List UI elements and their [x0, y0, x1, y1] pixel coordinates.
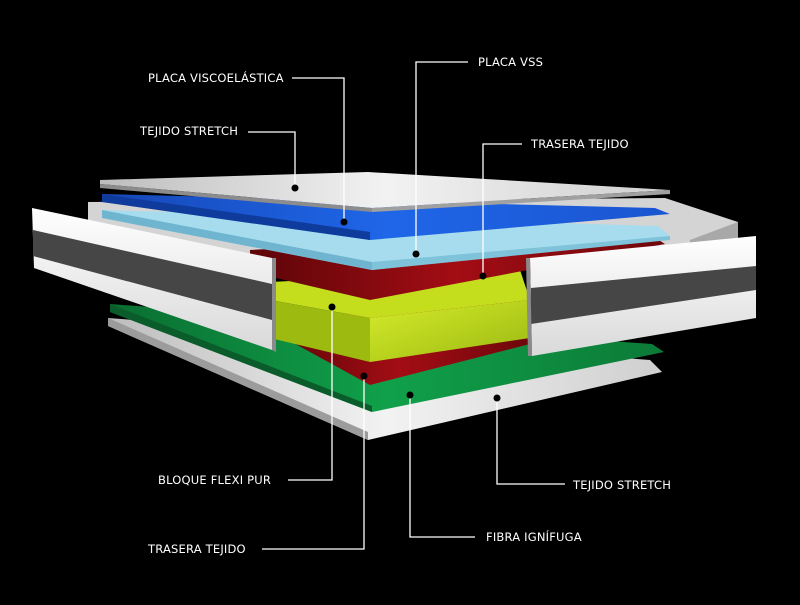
dot-placa-vss — [412, 250, 420, 258]
dot-bloque-flexi-pur — [328, 303, 336, 311]
labels: PLACA VISCOELÁSTICA TEJIDO STRETCH PLACA… — [139, 55, 671, 556]
leader-bloque-flexi-pur — [288, 307, 333, 481]
label-placa-vss: PLACA VSS — [478, 55, 543, 69]
dot-trasera-tejido-top — [479, 272, 487, 280]
leader-placa-vss — [415, 61, 468, 254]
dot-tejido-stretch-bottom — [493, 394, 501, 402]
marker-dots — [291, 184, 501, 402]
dot-placa-viscoelastica — [340, 218, 348, 226]
label-bloque-flexi-pur: BLOQUE FLEXI PUR — [158, 473, 271, 487]
label-tejido-stretch-top: TEJIDO STRETCH — [139, 124, 238, 138]
right-side-panel — [526, 236, 756, 356]
left-side-panel — [32, 208, 276, 352]
leader-tejido-stretch-top — [248, 131, 296, 187]
label-trasera-tejido-bottom: TRASERA TEJIDO — [147, 542, 246, 556]
leader-tejido-stretch-bottom — [496, 398, 565, 485]
layer-blue — [102, 194, 670, 240]
label-placa-viscoelastica: PLACA VISCOELÁSTICA — [148, 70, 284, 85]
label-tejido-stretch-bottom: TEJIDO STRETCH — [572, 478, 671, 492]
leader-placa-viscoelastica — [292, 77, 345, 222]
leader-fibra-ignifuga — [409, 395, 475, 538]
layer-top-white — [100, 172, 670, 212]
dot-fibra-ignifuga — [406, 391, 414, 399]
leader-trasera-tejido-bottom — [262, 376, 365, 550]
dot-tejido-stretch-top — [291, 184, 299, 192]
label-fibra-ignifuga: FIBRA IGNÍFUGA — [486, 529, 582, 544]
leader-trasera-tejido-top — [482, 143, 522, 276]
dot-trasera-tejido-bottom — [360, 372, 368, 380]
label-trasera-tejido-top: TRASERA TEJIDO — [530, 137, 629, 151]
leader-lines — [248, 61, 565, 550]
